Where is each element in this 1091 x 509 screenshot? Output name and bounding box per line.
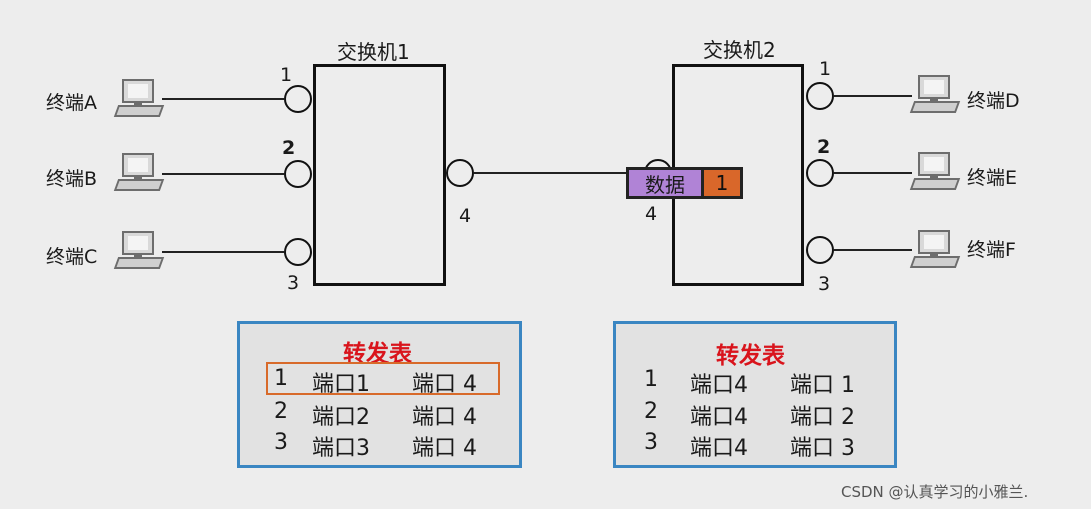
switch1-port-1[interactable] bbox=[284, 85, 312, 113]
terminal-f-label: 终端F bbox=[967, 239, 1016, 261]
terminal-d-label: 终端D bbox=[967, 90, 1020, 112]
switch1-port-3[interactable] bbox=[284, 238, 312, 266]
computer-icon[interactable] bbox=[113, 153, 165, 195]
switch2-port-1-label: 1 bbox=[819, 58, 832, 80]
terminal-a-label: 终端A bbox=[46, 92, 97, 114]
switch1-box[interactable] bbox=[313, 64, 446, 286]
data-frame[interactable]: 数据 1 bbox=[626, 167, 743, 199]
terminal-b-label: 终端B bbox=[46, 168, 98, 190]
frame-tag: 1 bbox=[704, 170, 740, 196]
switch2-port-3[interactable] bbox=[806, 236, 834, 264]
switch1-title: 交换机1 bbox=[337, 40, 410, 64]
switch1-port-4[interactable] bbox=[446, 159, 474, 187]
switch2-port-3-label: 3 bbox=[818, 273, 831, 295]
switch1-port-2-label: 2 bbox=[282, 137, 296, 159]
switch2-port-4-label: 4 bbox=[645, 203, 658, 225]
watermark: CSDN @认真学习的小雅兰. bbox=[841, 483, 1029, 501]
table2-title: 转发表 bbox=[716, 343, 785, 369]
switch2-port-1[interactable] bbox=[806, 82, 834, 110]
computer-icon[interactable] bbox=[909, 75, 961, 117]
switch2-title: 交换机2 bbox=[703, 38, 776, 62]
switch1-port-1-label: 1 bbox=[280, 64, 293, 86]
switch1-port-3-label: 3 bbox=[287, 272, 300, 294]
switch2-port-2-label: 2 bbox=[817, 136, 831, 158]
computer-icon[interactable] bbox=[113, 79, 165, 121]
table1-row-highlight bbox=[266, 362, 500, 395]
terminal-c-label: 终端C bbox=[46, 246, 98, 268]
switch1-port-4-label: 4 bbox=[459, 205, 472, 227]
forwarding-table-2: 转发表 1 端口4 端口 1 2 端口4 端口 2 3 端口4 端口 3 bbox=[613, 321, 897, 468]
computer-icon[interactable] bbox=[909, 230, 961, 272]
terminal-e-label: 终端E bbox=[967, 167, 1018, 189]
computer-icon[interactable] bbox=[909, 152, 961, 194]
frame-payload: 数据 bbox=[629, 170, 704, 197]
switch1-port-2[interactable] bbox=[284, 160, 312, 188]
forwarding-table-1: 转发表 1 端口1 端口 4 2 端口2 端口 4 3 端口3 端口 4 bbox=[237, 321, 522, 468]
computer-icon[interactable] bbox=[113, 231, 165, 273]
switch2-port-2[interactable] bbox=[806, 159, 834, 187]
